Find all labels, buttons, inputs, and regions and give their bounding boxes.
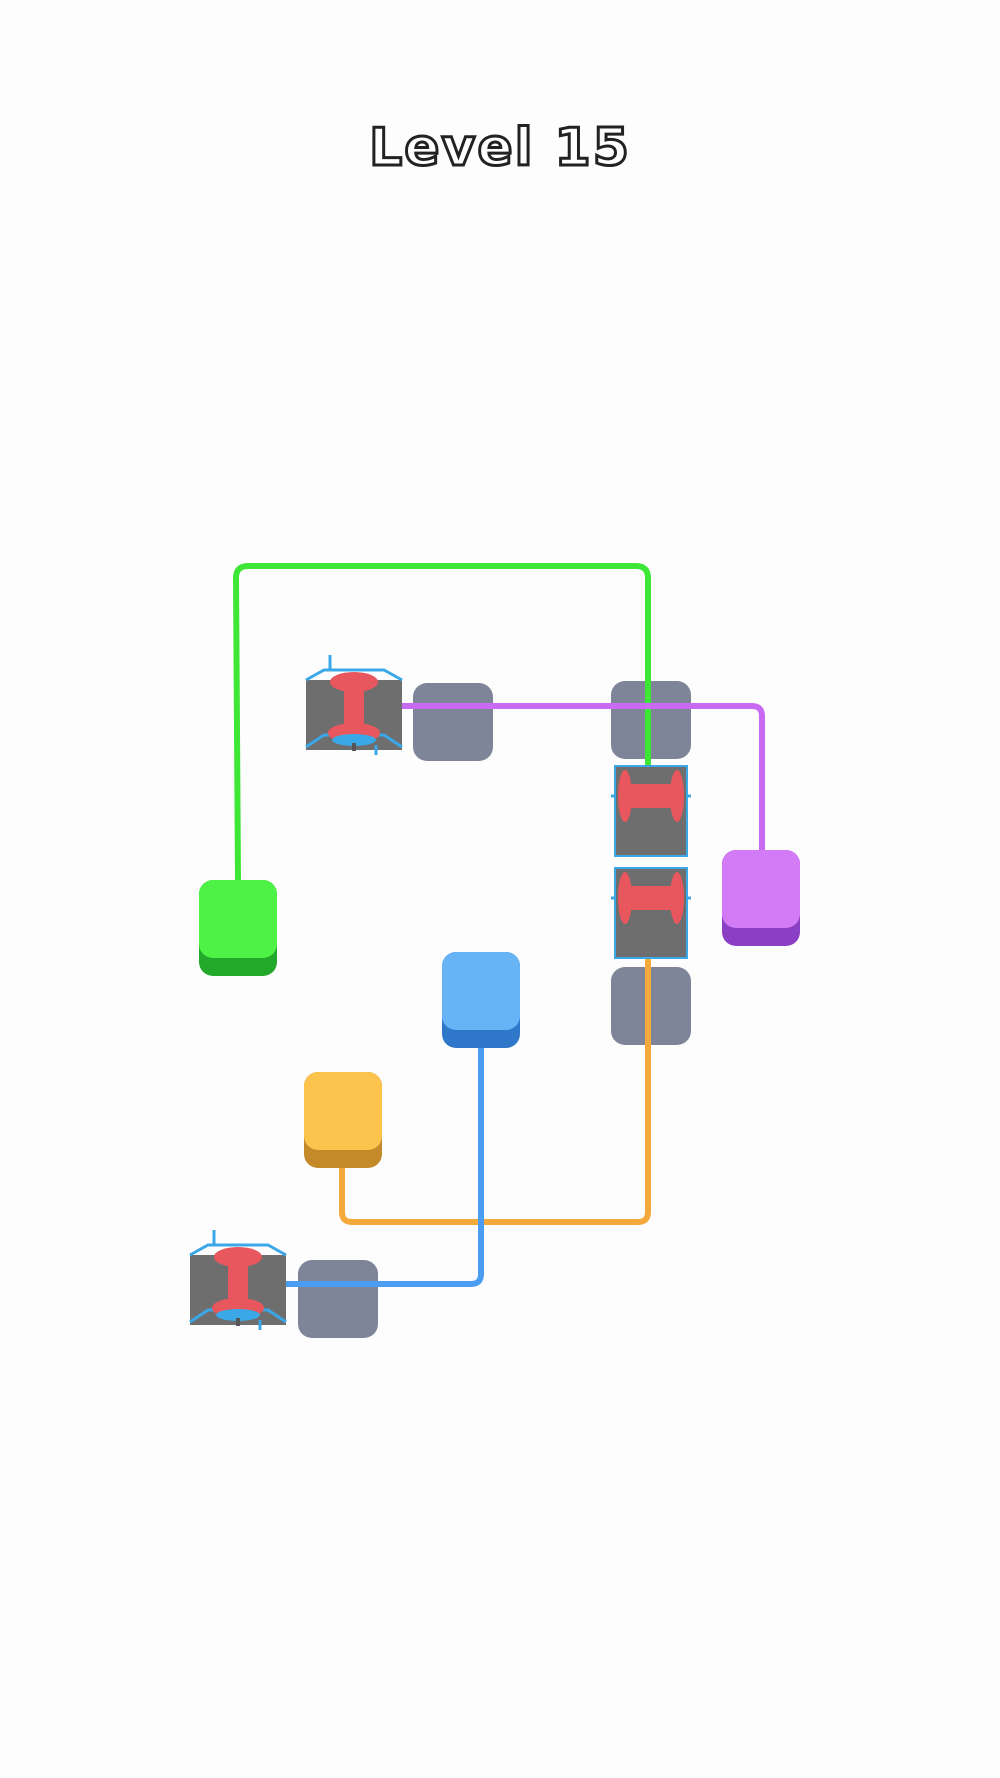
orange-block[interactable]: [304, 1072, 382, 1168]
purple-rope: [362, 703, 765, 863]
green-block[interactable]: [199, 880, 277, 976]
empty-slot[interactable]: [413, 683, 493, 761]
empty-slot[interactable]: [298, 1260, 378, 1338]
spool-right-upper[interactable]: [611, 764, 691, 858]
blue-rope: [243, 1027, 484, 1287]
purple-block[interactable]: [722, 850, 800, 946]
spool-top-left[interactable]: [304, 645, 404, 755]
level-title: Level 15: [368, 117, 631, 180]
spool-bottom-left[interactable]: [188, 1220, 288, 1330]
blue-block[interactable]: [442, 952, 520, 1048]
spool-right-lower[interactable]: [611, 866, 691, 960]
green-rope: [232, 563, 651, 883]
orange-rope: [339, 897, 651, 1225]
